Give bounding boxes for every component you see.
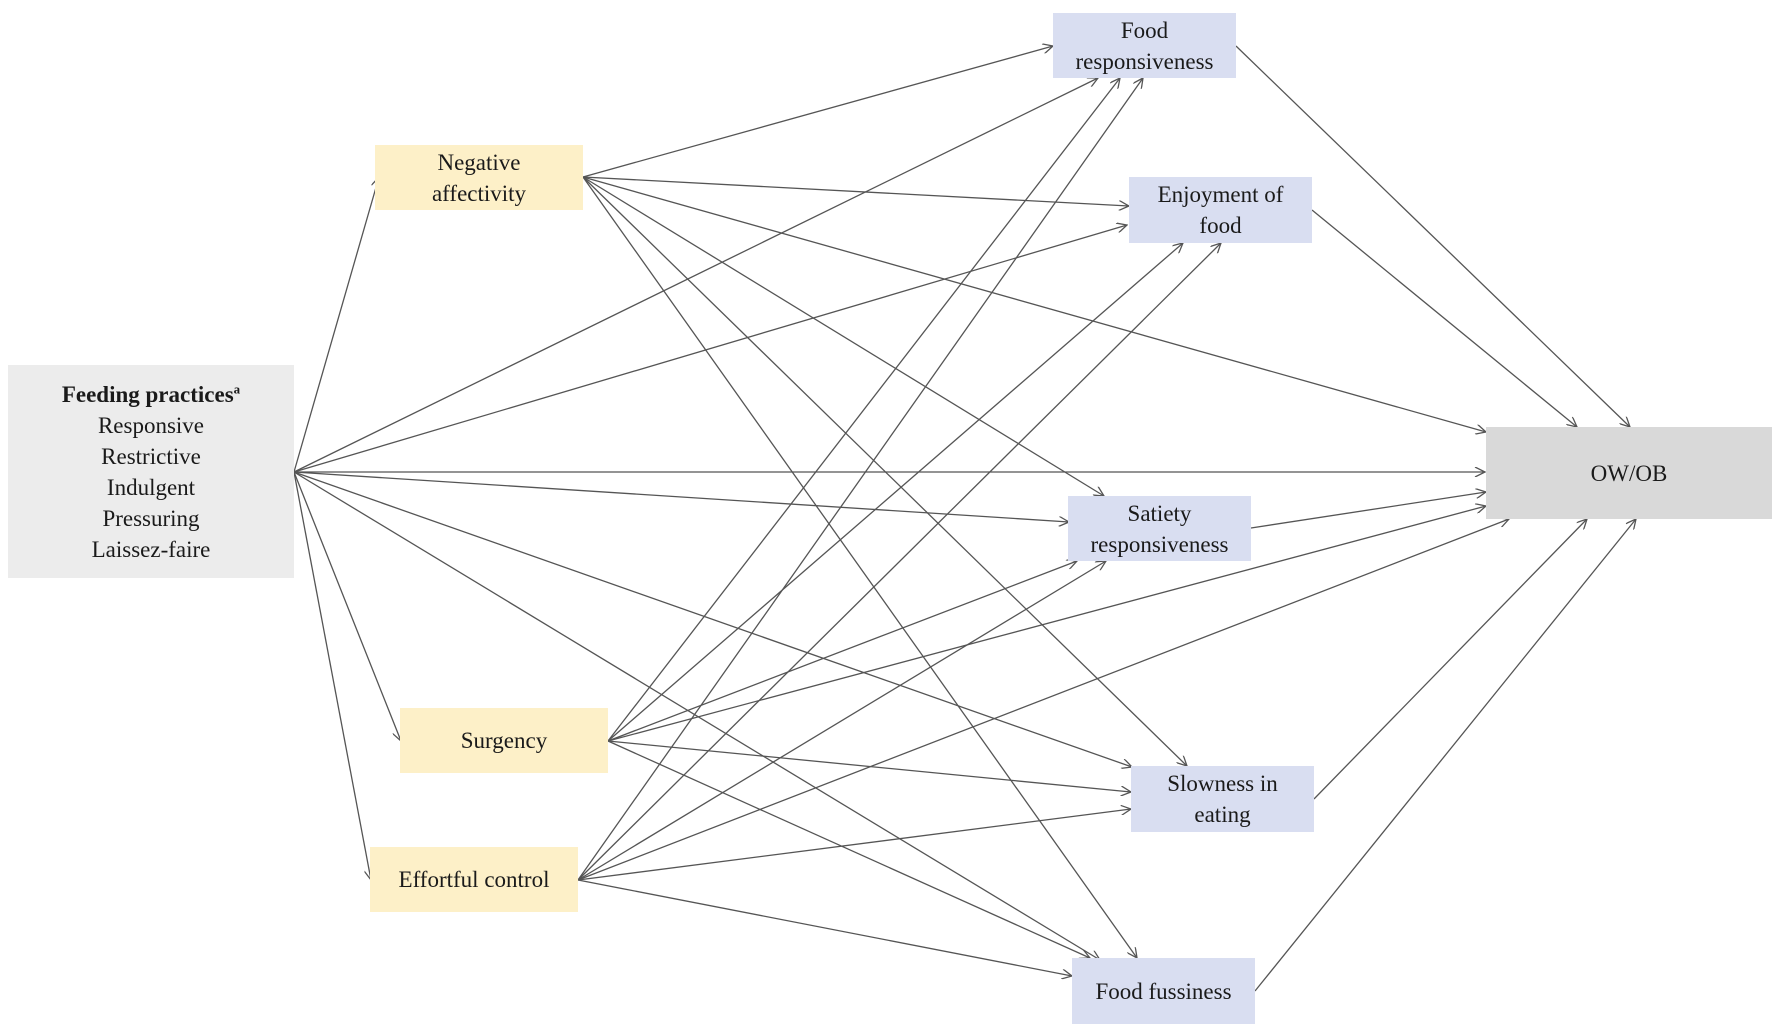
arrow-surgency-to-food-fussiness [607, 740, 1090, 958]
arrow-negative-affectivity-to-food-fussiness [582, 176, 1137, 958]
arrow-effortful-control-to-slowness-in-eating [577, 809, 1131, 881]
footnote-marker: a [233, 380, 241, 396]
ow-ob-box: OW/OB [1486, 427, 1772, 519]
arrow-feeding-to-food-responsiveness [293, 78, 1098, 473]
feeding-practice-indulgent: Indulgent [106, 474, 196, 500]
arrow-effortful-control-to-satiety-responsiveness [577, 561, 1106, 881]
food-responsiveness-line2: responsiveness [1075, 48, 1214, 74]
negative-affectivity-line2: affectivity [431, 180, 527, 206]
slowness-in-eating-box: Slowness in eating [1131, 766, 1314, 832]
feeding-practice-laissez-faire: Laissez-faire [91, 536, 211, 562]
arrow-food-responsiveness-to-outcome [1235, 45, 1630, 427]
negative-affectivity-line1: Negative [437, 149, 521, 175]
arrow-feeding-to-satiety-responsiveness [293, 471, 1069, 522]
slowness-in-eating-line1: Slowness in [1167, 771, 1278, 796]
arrow-feeding-to-food-fussiness [293, 471, 1100, 960]
arrow-negative-affectivity-to-enjoyment-of-food [582, 176, 1129, 206]
feeding-practices-title: Feeding practicesa [61, 380, 241, 407]
feeding-practice-responsive: Responsive [97, 412, 205, 438]
arrow-enjoyment-of-food-to-outcome [1311, 209, 1577, 427]
effortful-control-box: Effortful control [370, 847, 578, 912]
arrow-effortful-control-to-food-fussiness [577, 879, 1072, 976]
arrow-effortful-control-to-outcome [577, 519, 1509, 881]
arrow-negative-affectivity-to-satiety-responsiveness [582, 176, 1104, 496]
arrow-surgency-to-food-responsiveness [607, 78, 1120, 742]
arrow-food-fussiness-to-outcome [1254, 519, 1636, 992]
arrow-feeding-to-enjoyment-of-food [293, 225, 1127, 473]
arrow-feeding-to-surgency [293, 471, 401, 741]
arrow-surgency-to-satiety-responsiveness [607, 561, 1077, 742]
arrow-negative-affectivity-to-food-responsiveness [582, 46, 1053, 178]
arrow-feeding-to-slowness-in-eating [293, 471, 1132, 767]
slowness-in-eating-line2: eating [1194, 802, 1251, 827]
arrow-satiety-responsiveness-to-outcome [1250, 492, 1486, 529]
arrow-surgency-to-outcome [607, 506, 1486, 742]
surgency-box: Surgency [400, 708, 608, 773]
food-fussiness-box: Food fussiness [1072, 958, 1255, 1024]
food-responsiveness-box: Food responsiveness [1053, 13, 1236, 78]
effortful-control-label: Effortful control [398, 867, 550, 892]
arrow-surgency-to-enjoyment-of-food [607, 243, 1183, 742]
feeding-practice-restrictive: Restrictive [101, 443, 201, 469]
arrow-feeding-to-negative-affectivity [293, 177, 379, 473]
arrow-effortful-control-to-food-responsiveness [577, 78, 1143, 881]
surgency-label: Surgency [460, 728, 548, 753]
satiety-responsiveness-box: Satiety responsiveness [1068, 496, 1251, 561]
arrow-negative-affectivity-to-outcome [582, 176, 1486, 432]
enjoyment-of-food-line2: food [1199, 213, 1242, 238]
arrow-slowness-in-eating-to-outcome [1313, 519, 1587, 800]
food-responsiveness-line1: Food [1120, 17, 1169, 43]
negative-affectivity-box: Negative affectivity [375, 145, 583, 210]
arrow-negative-affectivity-to-slowness-in-eating [582, 176, 1187, 766]
satiety-responsiveness-line2: responsiveness [1090, 531, 1229, 557]
feeding-practice-pressuring: Pressuring [102, 505, 200, 531]
arrow-feeding-to-effortful-control [293, 471, 371, 880]
ow-ob-label: OW/OB [1590, 460, 1668, 486]
enjoyment-of-food-line1: Enjoyment of [1157, 182, 1284, 207]
feeding-practices-box: Feeding practicesa Responsive Restrictiv… [8, 365, 294, 578]
enjoyment-of-food-box: Enjoyment of food [1129, 177, 1312, 243]
satiety-responsiveness-line1: Satiety [1127, 500, 1192, 526]
food-fussiness-label: Food fussiness [1095, 978, 1232, 1004]
arrow-effortful-control-to-enjoyment-of-food [577, 243, 1221, 881]
